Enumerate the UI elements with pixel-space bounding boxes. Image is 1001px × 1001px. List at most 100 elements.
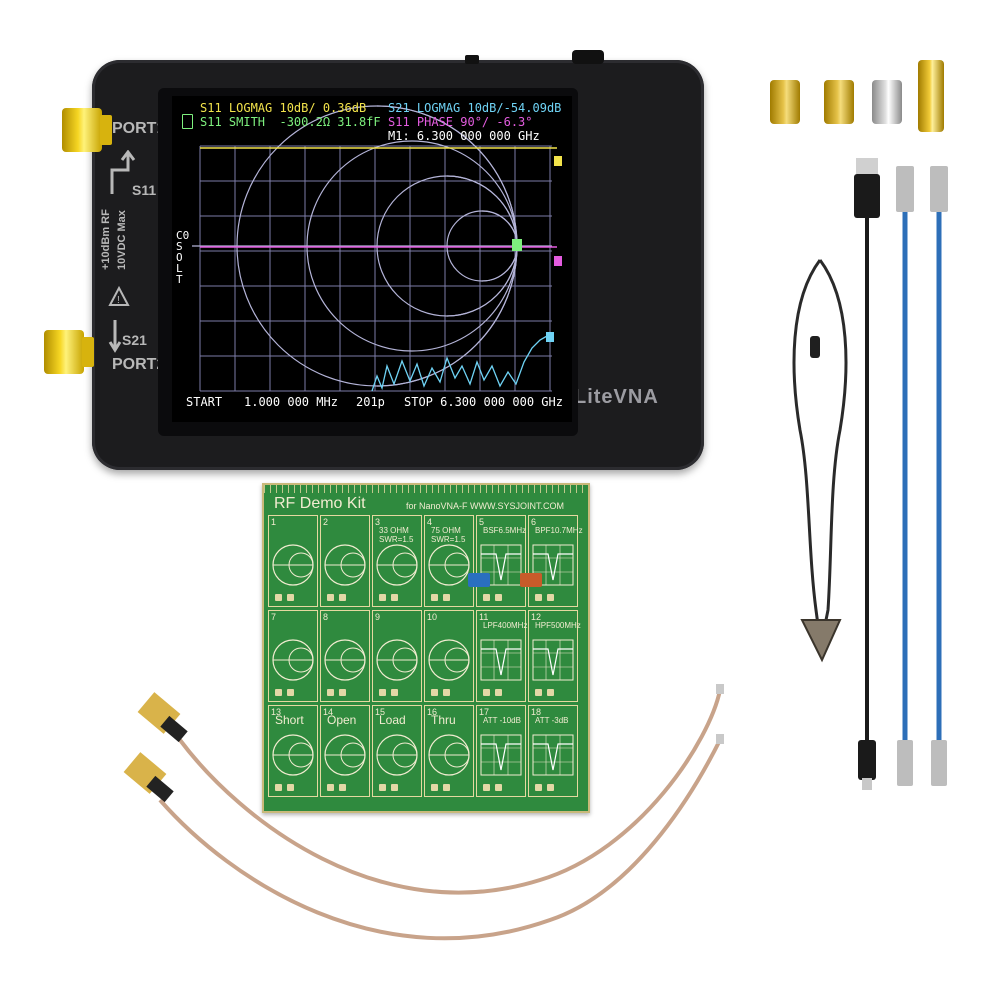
svg-text:!: ! [117,295,120,306]
sma-pad [379,784,386,791]
sma-pad [287,689,294,696]
sma-barrel-adapter [918,60,944,132]
sma-adapter-gold-2 [824,80,854,124]
cell-response-graphic [376,544,418,586]
cell-number: 16 [427,707,438,717]
demo-cell: 7 [268,610,318,702]
cell-number: 9 [375,612,381,622]
sma-pad [379,689,386,696]
cell-response-graphic [532,734,574,776]
port2-connector[interactable] [44,330,84,374]
vna-screen[interactable]: S11 LOGMAG 10dB/ 0.36dB S21 LOGMAG 10dB/… [172,96,572,422]
cell-response-graphic [428,639,470,681]
sma-pad [287,594,294,601]
kit-subtitle: for NanoVNA-F WWW.SYSJOINT.COM [406,501,565,511]
cell-response-graphic [480,734,522,776]
power-switch[interactable] [572,50,604,64]
sma-pad [275,784,282,791]
sma-pad [495,784,502,791]
cell-response-graphic [428,544,470,586]
sma-pad [495,689,502,696]
side-button[interactable] [465,55,479,64]
sma-pad [483,594,490,601]
sma-pad [327,594,334,601]
cell-number: 4 [427,517,433,527]
cell-name: Open [327,713,357,727]
cell-response-graphic [480,639,522,681]
cell-response-graphic [324,734,366,776]
sma-pad [431,784,438,791]
sma-pad [443,784,450,791]
cell-number: 5 [479,517,485,527]
sma-pad [483,689,490,696]
marker-1 [554,156,562,166]
brand-logo: LiteVNA [574,386,659,408]
s11-label: S11 [132,182,157,198]
battery-icon [182,114,193,129]
trace3-label[interactable]: S11 SMITH -300.2Ω 31.8fF [200,115,381,129]
smith-marker [512,239,522,251]
sma-pad [391,689,398,696]
sma-pad [275,689,282,696]
sma-pad [275,594,282,601]
cell-name: 33 OHM SWR=1.5 [379,526,414,544]
sma-pad [379,594,386,601]
sma-pad [443,594,450,601]
start-frequency[interactable]: 1.000 000 MHz [244,395,338,409]
cell-name: ATT -10dB [483,716,521,725]
demo-cell: 2 [320,515,370,607]
cell-number: 6 [531,517,537,527]
cell-response-graphic [532,639,574,681]
kit-title: RF Demo Kit [274,495,366,512]
trace4-label[interactable]: S11 PHASE 90°/ -6.3° [388,115,533,129]
cell-response-graphic [480,544,522,586]
sma-adapter-gold-1 [770,80,800,124]
points-count[interactable]: 201p [356,395,385,409]
pigtail-cable-2 [158,739,722,941]
port1-nut [100,115,112,145]
port1-connector[interactable] [62,108,102,152]
port2-label: PORT2 [112,356,166,373]
cell-response-graphic [428,734,470,776]
ruler-top [264,485,588,493]
stop-frequency[interactable]: STOP 6.300 000 000 GHz [404,395,563,409]
cell-number: 12 [531,612,542,622]
s21-arrow-icon [108,320,122,353]
cell-number: 10 [427,612,438,622]
cell-number: 17 [479,707,490,717]
cell-name: BPF10.7MHz [535,526,583,535]
trace1-label[interactable]: S11 LOGMAG 10dB/ 0.36dB [200,101,367,115]
cell-name: BSF6.5MHz [483,526,527,535]
cell-name: LPF400MHz [483,621,528,630]
sma-pad [443,689,450,696]
cell-response-graphic [532,544,574,586]
sma-pad [287,784,294,791]
trace2-label[interactable]: S21 LOGMAG 10dB/-54.09dB [388,101,562,115]
marker-3 [546,332,554,342]
ufl-plug-1 [716,684,724,694]
cell-response-graphic [324,639,366,681]
sma-pad [339,594,346,601]
sma-pad [327,784,334,791]
demo-cell: 9 [372,610,422,702]
cell-number: 14 [323,707,334,717]
sma-pad [391,594,398,601]
sma-pad [431,689,438,696]
cell-number: 11 [479,612,489,622]
cell-name: ATT -3dB [535,716,569,725]
filter-component [468,573,490,587]
sma-pad [535,784,542,791]
start-label[interactable]: START [186,395,223,409]
pigtail-cables [123,684,724,941]
usb-c-plug [862,778,872,790]
marker-readout: M1: 6.300 000 000 GHz [388,129,540,143]
port1-label: PORT1 [112,120,166,137]
cell-response-graphic [272,544,314,586]
port2-nut [82,337,94,367]
